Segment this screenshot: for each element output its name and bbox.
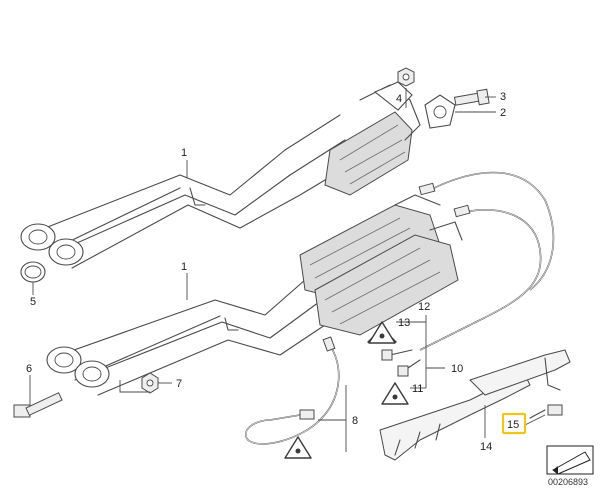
callout-12[interactable]: 12: [418, 301, 430, 313]
catalog-number: 00206893: [548, 477, 588, 487]
oxygen-sensor-wiring[interactable]: [245, 171, 555, 445]
callout-1-bottom[interactable]: 1: [181, 261, 187, 273]
bracket-part-15[interactable]: [469, 349, 571, 419]
bracket-part-14[interactable]: [379, 374, 531, 461]
nut-part-4[interactable]: [397, 67, 415, 87]
callout-15-highlighted[interactable]: 15: [501, 412, 527, 435]
callout-6[interactable]: 6: [26, 363, 32, 375]
bolt-part-6[interactable]: [13, 392, 63, 418]
callout-4[interactable]: 4: [396, 93, 402, 105]
callout-14[interactable]: 14: [480, 441, 492, 453]
callout-1-top[interactable]: 1: [181, 147, 187, 159]
callout-7[interactable]: 7: [176, 378, 182, 390]
callout-11[interactable]: 11: [412, 383, 423, 395]
callout-5[interactable]: 5: [30, 296, 36, 308]
gasket-part-2[interactable]: [424, 94, 456, 129]
catalytic-converter-pair[interactable]: [299, 194, 463, 336]
callout-2[interactable]: 2: [500, 107, 506, 119]
nut-part-7[interactable]: [141, 372, 159, 394]
front-pipe-upper[interactable]: [20, 81, 421, 269]
warning-triangle-icon: [284, 436, 312, 459]
callout-15[interactable]: 15: [507, 419, 519, 431]
bmw-logo-mark: [546, 445, 594, 475]
highlight-box: [501, 412, 527, 435]
bolt-part-3[interactable]: [453, 88, 490, 106]
leader-lines: [29, 88, 546, 452]
callout-8[interactable]: 8: [352, 415, 358, 427]
callout-3[interactable]: 3: [500, 91, 506, 103]
callout-10[interactable]: 10: [451, 363, 463, 375]
warning-triangle-icon: [367, 321, 397, 344]
warning-triangle-icon: [381, 382, 409, 405]
callout-13[interactable]: 13: [398, 317, 410, 329]
gasket-ring-part-5[interactable]: [20, 261, 46, 283]
